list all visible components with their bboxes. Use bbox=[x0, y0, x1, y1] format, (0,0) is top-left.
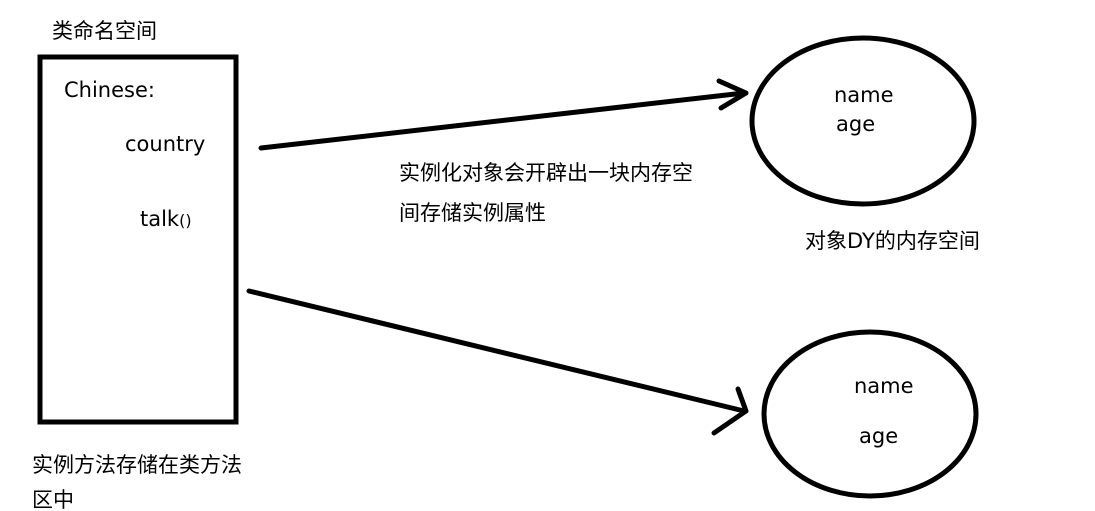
instantiation-note-line2: 间存储实例属性 bbox=[399, 201, 546, 225]
method-parens: () bbox=[179, 211, 192, 230]
class-namespace-box bbox=[37, 54, 239, 425]
arrow-head-object-2 bbox=[711, 386, 749, 436]
method-talk: talk() bbox=[140, 209, 192, 230]
arrow-head-object-1 bbox=[716, 78, 749, 111]
instantiation-note-line1: 实例化对象会开辟出一块内存空 bbox=[399, 161, 693, 185]
object-1-attr-age: age bbox=[836, 112, 876, 136]
object-2-ellipse bbox=[761, 329, 979, 499]
object-1-caption: 对象DY的内存空间 bbox=[805, 229, 980, 253]
method-area-note-line1: 实例方法存储在类方法 bbox=[32, 453, 242, 477]
method-name: talk bbox=[140, 207, 180, 231]
method-area-note-line2: 区中 bbox=[32, 488, 74, 511]
object-1-ellipse bbox=[749, 35, 977, 207]
object-1-attr-name: name bbox=[834, 83, 894, 107]
arrow-to-object-1 bbox=[258, 90, 747, 151]
arrow-to-object-2 bbox=[246, 288, 747, 414]
object-2-attr-age: age bbox=[859, 424, 899, 448]
class-attribute: country bbox=[125, 132, 206, 156]
object-2-attr-name: name bbox=[854, 374, 914, 398]
class-header: Chinese: bbox=[64, 78, 155, 102]
class-namespace-title: 类命名空间 bbox=[52, 19, 157, 43]
